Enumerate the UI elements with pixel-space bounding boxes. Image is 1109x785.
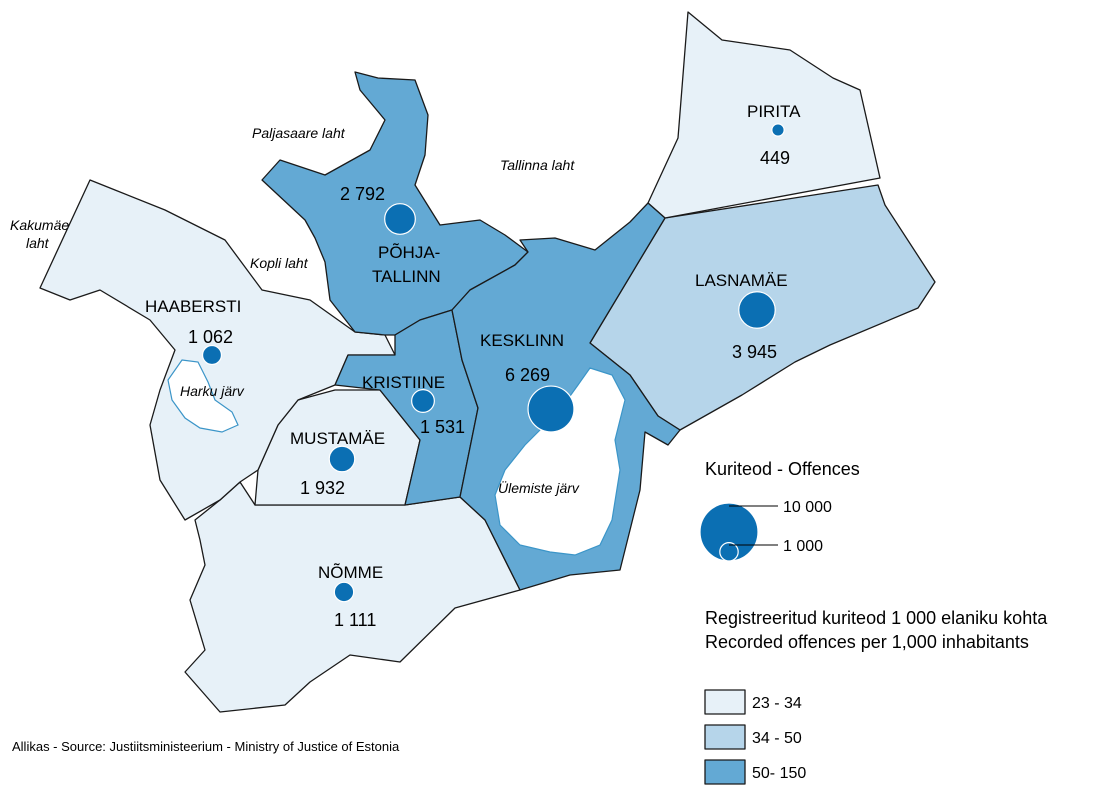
district-pohja-tallinn-area[interactable]: [261, 71, 529, 336]
label-paljasaare-laht: Paljasaare laht: [252, 125, 346, 141]
legend-class-high: 50- 150: [752, 765, 806, 782]
bubble-pirita: [771, 123, 785, 137]
name-nomme: NÕMME: [318, 563, 383, 582]
legend-bubble-small: [719, 542, 739, 562]
value-pirita: 449: [760, 148, 790, 168]
legend-size-large: 10 000: [783, 499, 832, 516]
label-ulemiste-jarv: Ülemiste järv: [498, 479, 580, 496]
name-pirita: PIRITA: [747, 102, 801, 121]
bubble-haabersti: [201, 344, 223, 366]
legend-offences-title: Kuriteod - Offences: [705, 459, 860, 479]
legend-swatch-high: [704, 759, 746, 785]
bubble-pohja: [384, 203, 416, 235]
bubble-nomme: [333, 581, 355, 603]
value-nomme: 1 111: [334, 610, 376, 630]
value-pohja: 2 792: [340, 184, 385, 204]
district-pirita-area[interactable]: [647, 11, 881, 219]
label-kakumae-laht-2: laht: [26, 235, 50, 251]
value-haabersti: 1 062: [188, 327, 233, 347]
label-tallinna-laht: Tallinna laht: [500, 157, 575, 173]
label-kakumae-laht-1: Kakumäe: [10, 217, 69, 233]
value-kesklinn: 6 269: [505, 365, 550, 385]
value-lasnamae: 3 945: [732, 342, 777, 362]
name-haabersti: HAABERSTI: [145, 297, 241, 316]
name-mustamae: MUSTAMÄE: [290, 429, 385, 448]
source-note: Allikas - Source: Justiitsministeerium -…: [12, 739, 400, 754]
legend-swatch-mid: [704, 724, 746, 750]
lake-harku: [167, 359, 239, 433]
legend-rate-title-en: Recorded offences per 1,000 inhabitants: [705, 632, 1029, 652]
bubble-kristiine: [411, 389, 435, 413]
legend-class-low: 23 - 34: [752, 695, 802, 712]
legend-size-small: 1 000: [783, 538, 823, 555]
name-pohja-line1: PÕHJA-: [378, 243, 440, 262]
label-kopli-laht: Kopli laht: [250, 255, 309, 271]
name-kristiine: KRISTIINE: [362, 373, 445, 392]
bubble-mustamae: [328, 445, 356, 473]
name-lasnamae: LASNAMÄE: [695, 271, 788, 290]
bubble-kesklinn: [527, 385, 575, 433]
label-harku-jarv: Harku järv: [180, 383, 245, 399]
legend-rate-title-et: Registreeritud kuriteod 1 000 elaniku ko…: [705, 608, 1048, 628]
bubble-lasnamae: [738, 291, 776, 329]
legend-swatch-low: [704, 689, 746, 715]
offence-bubbles: [201, 123, 785, 603]
legend-class-mid: 34 - 50: [752, 730, 802, 747]
value-mustamae: 1 932: [300, 478, 345, 498]
name-pohja-line2: TALLINN: [372, 267, 441, 286]
name-kesklinn: KESKLINN: [480, 331, 564, 350]
value-kristiine: 1 531: [420, 417, 465, 437]
